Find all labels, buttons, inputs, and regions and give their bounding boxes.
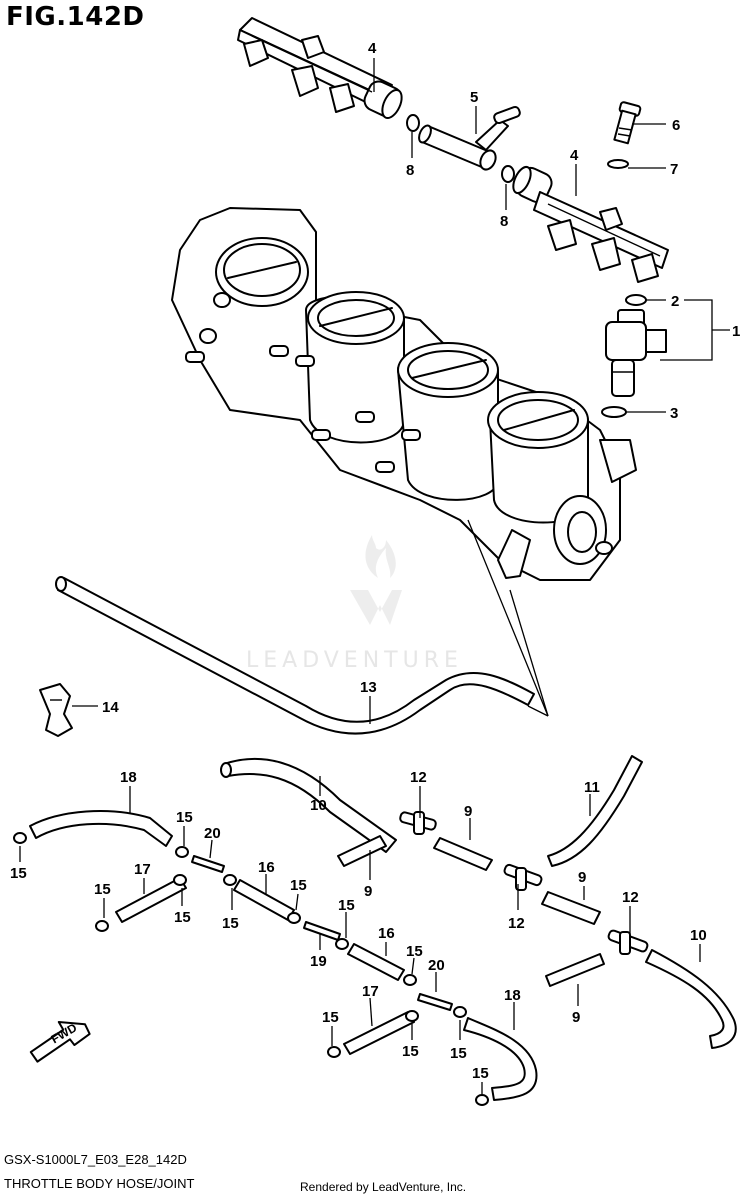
callout-17: 17 [134, 861, 151, 878]
callout-12: 12 [508, 915, 525, 932]
callout-12: 12 [622, 889, 639, 906]
callout-15: 15 [322, 1009, 339, 1026]
callout-14: 14 [102, 699, 119, 716]
callout-15: 15 [406, 943, 423, 960]
callout-10: 10 [690, 927, 707, 944]
callout-12: 12 [410, 769, 427, 786]
section-name: THROTTLE BODY HOSE/JOINT [4, 1176, 195, 1191]
reference-line [527, 705, 549, 717]
hose-9[interactable] [541, 891, 601, 925]
hose-13-end [55, 576, 67, 592]
callout-20: 20 [204, 825, 221, 842]
hose-17-upper[interactable] [115, 877, 187, 923]
reference-line [509, 589, 549, 717]
o-ring-2[interactable] [625, 294, 647, 306]
callout-15: 15 [222, 915, 239, 932]
model-code: GSX-S1000L7_E03_E28_142D [4, 1152, 187, 1167]
joint-19[interactable] [303, 921, 341, 941]
callout-15: 15 [10, 865, 27, 882]
callout-labels: 4 5 6 8 4 7 8 2 1 3 13 14 18 10 12 11 15… [10, 40, 740, 1082]
callout-15: 15 [450, 1045, 467, 1062]
callout-15: 15 [94, 881, 111, 898]
callout-7: 7 [670, 161, 678, 178]
throttle-body-assembly[interactable] [171, 207, 637, 581]
callout-20: 20 [428, 957, 445, 974]
callout-4: 4 [570, 147, 579, 164]
watermark-text: LEADVENTURE [246, 648, 463, 673]
o-ring-3[interactable] [601, 406, 627, 418]
hose-10-lower[interactable] [645, 949, 737, 1049]
callout-6: 6 [672, 117, 680, 134]
render-credit: Rendered by LeadVenture, Inc. [300, 1180, 467, 1194]
fuel-delivery-pipe-upper[interactable] [237, 17, 406, 121]
callout-1: 1 [732, 323, 740, 340]
fuel-delivery-pipe-lower[interactable] [510, 164, 669, 283]
callout-18: 18 [504, 987, 521, 1004]
callout-15: 15 [176, 809, 193, 826]
o-ring-8-upper[interactable] [406, 114, 420, 132]
forward-direction-arrow: FWD [29, 1020, 91, 1063]
reference-line [467, 519, 549, 717]
hose-10-end [220, 762, 232, 778]
callout-4: 4 [368, 40, 377, 57]
callout-9: 9 [572, 1009, 580, 1026]
hose-17-lower[interactable] [343, 1011, 415, 1055]
callout-16: 16 [378, 925, 395, 942]
callout-15: 15 [472, 1065, 489, 1082]
callout-15: 15 [174, 909, 191, 926]
hose-16-lower[interactable] [347, 943, 405, 981]
hose-9[interactable] [433, 837, 493, 871]
hose-9[interactable] [337, 835, 387, 867]
hose-18-upper[interactable] [29, 810, 173, 847]
callout-18: 18 [120, 769, 137, 786]
callout-13: 13 [360, 679, 377, 696]
hose-13[interactable] [57, 577, 535, 735]
hose-16-upper[interactable] [233, 879, 295, 921]
callout-5: 5 [470, 89, 478, 106]
o-ring-8-lower[interactable] [501, 165, 515, 183]
callout-9: 9 [578, 869, 586, 886]
hose-11[interactable] [547, 755, 643, 867]
joint-12-right[interactable] [607, 929, 649, 955]
callout-15: 15 [402, 1043, 419, 1060]
fuel-injector[interactable] [605, 309, 667, 397]
callout-15: 15 [338, 897, 355, 914]
callout-8: 8 [406, 162, 414, 179]
callout-16: 16 [258, 859, 275, 876]
callout-9: 9 [364, 883, 372, 900]
fuel-joint-pipe[interactable] [417, 105, 521, 172]
bolt-6[interactable] [613, 101, 642, 145]
callout-8: 8 [500, 213, 508, 230]
callout-15: 15 [290, 877, 307, 894]
leader-lines [19, 58, 730, 1094]
callout-11: 11 [584, 779, 600, 796]
watermark-logo [350, 535, 402, 625]
joint-12-middle[interactable] [503, 863, 543, 891]
joint-20-lower[interactable] [417, 993, 453, 1011]
hose-18-lower[interactable] [463, 1017, 538, 1101]
joint-12-upper[interactable] [399, 811, 437, 835]
washer-7[interactable] [607, 159, 629, 169]
joint-20-upper[interactable] [191, 855, 225, 873]
callout-2: 2 [671, 293, 679, 310]
callout-19: 19 [310, 953, 327, 970]
clip-15-group[interactable] [13, 832, 489, 1106]
hose-9[interactable] [545, 953, 605, 987]
callout-10: 10 [310, 797, 327, 814]
hose-clamp-14[interactable] [39, 683, 73, 737]
figure-title: FIG.142D [6, 2, 145, 32]
callout-3: 3 [670, 405, 678, 422]
callout-9: 9 [464, 803, 472, 820]
callout-17: 17 [362, 983, 379, 1000]
